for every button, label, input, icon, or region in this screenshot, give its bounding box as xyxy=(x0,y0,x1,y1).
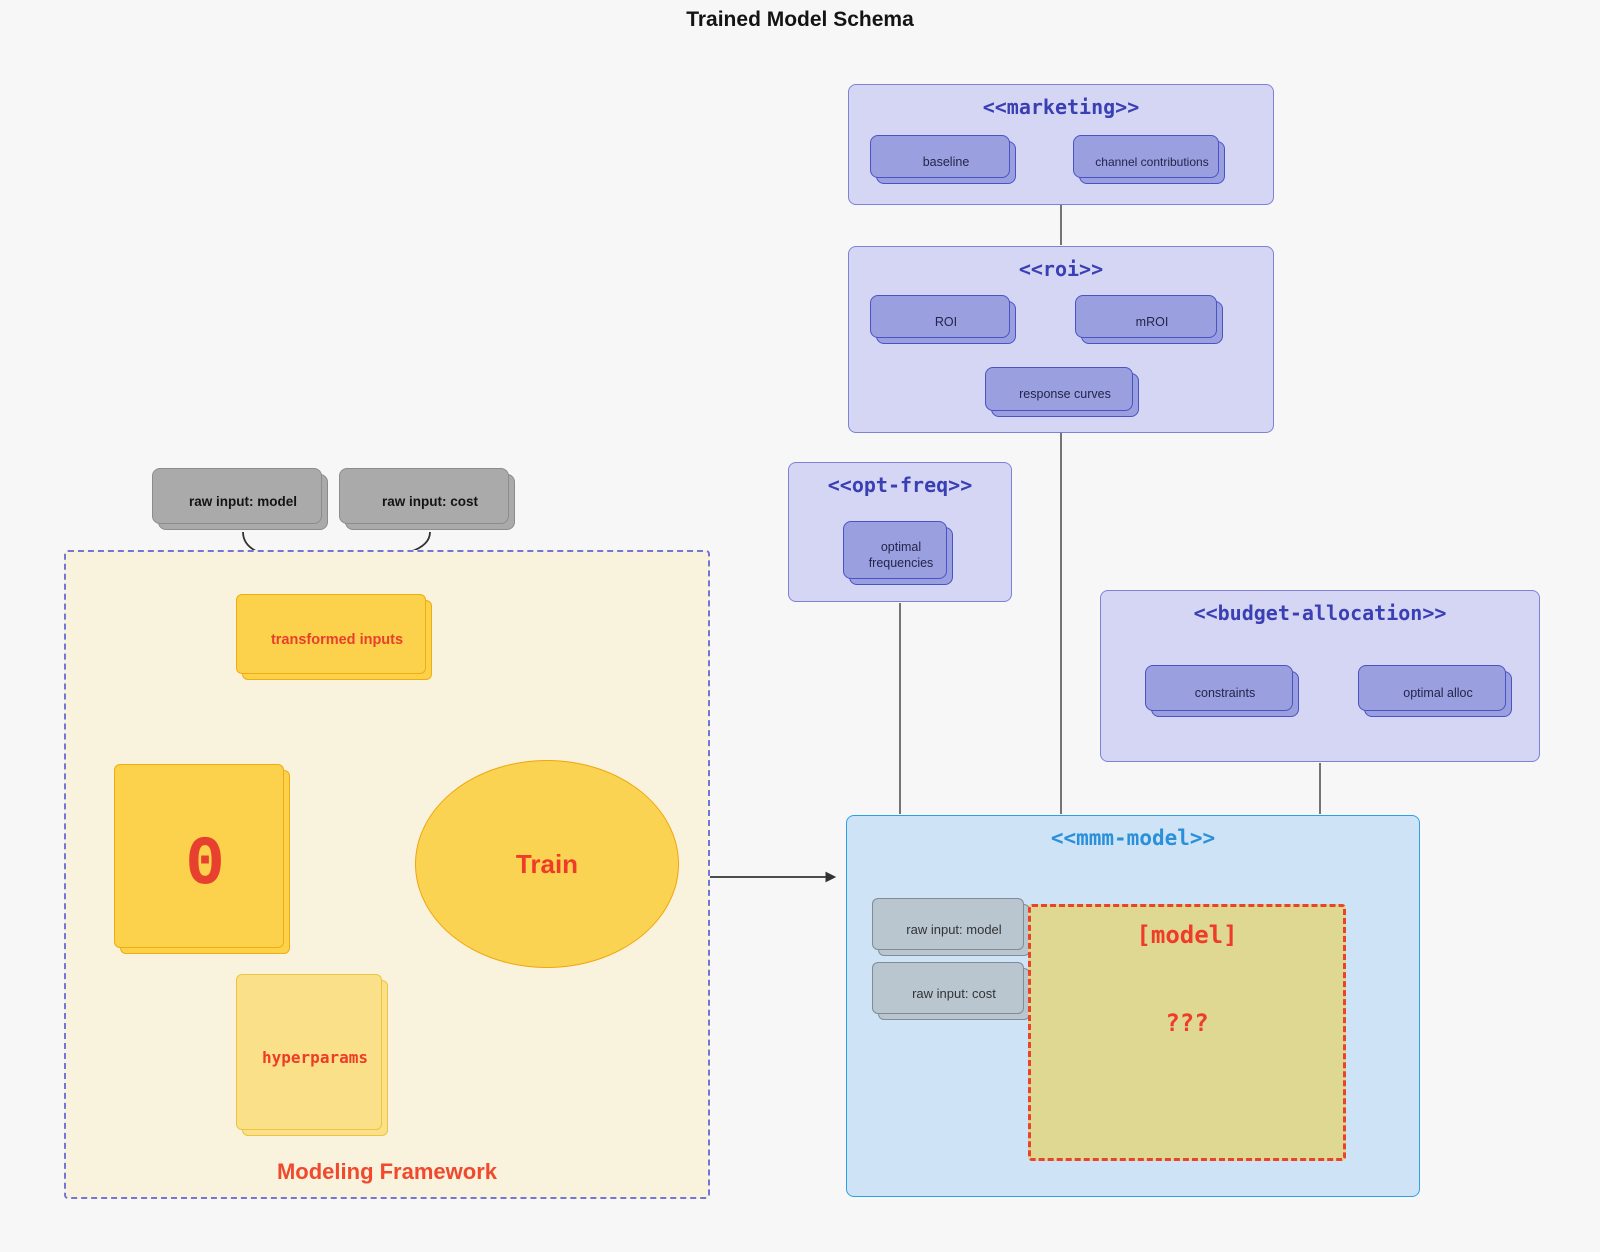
cluster-budget-allocation-title: <<budget-allocation>> xyxy=(1193,601,1447,625)
cluster-roi-title: <<roi>> xyxy=(1018,257,1104,281)
cluster-marketing-title: <<marketing>> xyxy=(982,95,1140,119)
node-mmm-raw-input-cost: raw input: cost xyxy=(872,962,1030,1020)
node-hyperparams: hyperparams xyxy=(236,974,388,1136)
node-raw-input-cost: raw input: cost xyxy=(339,468,515,530)
cluster-marketing: <<marketing>> baseline channel contribut… xyxy=(848,84,1274,205)
node-mroi: mROI xyxy=(1075,295,1223,344)
model-placeholder-unknown: ??? xyxy=(1165,1009,1209,1037)
node-mmm-raw-input-model: raw input: model xyxy=(872,898,1030,956)
node-raw-input-model: raw input: model xyxy=(152,468,328,530)
cluster-mmm-model: <<mmm-model>> raw input: model raw input… xyxy=(846,815,1420,1197)
page-title: Trained Model Schema xyxy=(686,8,914,31)
cluster-roi: <<roi>> ROI mROI response curves xyxy=(848,246,1274,433)
cluster-mmm-model-title: <<mmm-model>> xyxy=(1050,826,1216,850)
cluster-budget-allocation: <<budget-allocation>> constraints optima… xyxy=(1100,590,1540,762)
node-channel-contributions: channel contributions xyxy=(1073,135,1225,184)
node-optimal-frequencies: optimal frequencies xyxy=(843,521,953,585)
model-placeholder-label: [model] xyxy=(1136,921,1238,949)
node-roi: ROI xyxy=(870,295,1016,344)
cluster-opt-freq-title: <<opt-freq>> xyxy=(827,473,973,497)
node-constraints: constraints xyxy=(1145,665,1299,717)
cluster-opt-freq: <<opt-freq>> optimal frequencies xyxy=(788,462,1012,602)
node-theta: Θ xyxy=(114,764,290,954)
cluster-modeling-framework: transformed inputs Θ Train hyperparams M… xyxy=(64,550,710,1199)
node-transformed-inputs: transformed inputs xyxy=(236,594,432,680)
node-response-curves: response curves xyxy=(985,367,1139,417)
node-train: Train xyxy=(415,760,679,968)
node-optimal-alloc: optimal alloc xyxy=(1358,665,1512,717)
cluster-modeling-framework-title: Modeling Framework xyxy=(276,1159,498,1184)
node-baseline: baseline xyxy=(870,135,1016,184)
model-placeholder-box: [model] ??? xyxy=(1028,904,1346,1161)
